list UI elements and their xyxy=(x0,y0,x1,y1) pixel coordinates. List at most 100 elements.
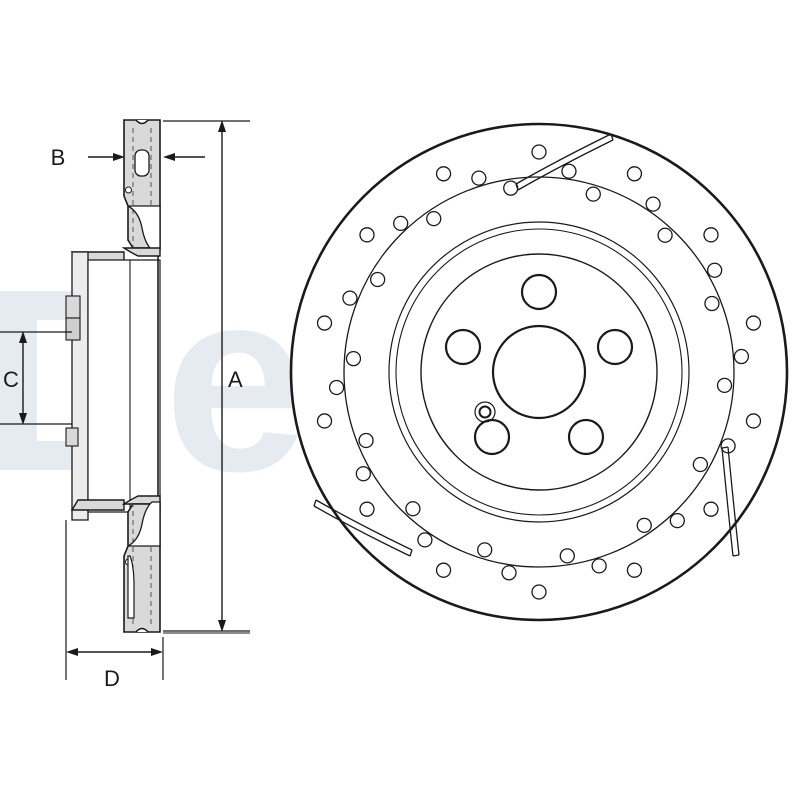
friction-ring-bottom-notch xyxy=(135,627,149,633)
drilled-hole xyxy=(435,166,452,182)
drilled-hole xyxy=(692,456,709,473)
drilled-hole xyxy=(531,144,547,160)
dimension-b-label: B xyxy=(51,145,66,170)
hat-outer-ring xyxy=(388,221,690,523)
rotor-outer-edge xyxy=(289,122,789,622)
dimension-c-arrow-bottom xyxy=(19,413,27,425)
drilled-hole xyxy=(626,166,643,182)
drilled-hole xyxy=(561,163,577,179)
drilled-hole xyxy=(645,196,661,212)
slot-edge xyxy=(727,446,740,556)
hat-bore-step-upper xyxy=(65,295,81,319)
bolt-hole xyxy=(444,328,482,366)
drilled-hole xyxy=(355,466,372,482)
hat-flange-lower xyxy=(70,499,125,511)
bolt-hole xyxy=(473,418,511,456)
drilled-hole xyxy=(669,512,685,529)
drilled-hole xyxy=(358,432,374,449)
friction-ring-top-notch xyxy=(135,119,149,125)
slot xyxy=(315,499,413,551)
drilled-hole xyxy=(359,227,375,243)
hat-shoulder-fillet-upper xyxy=(121,247,161,257)
bolt-hole xyxy=(520,273,558,311)
drilled-hole xyxy=(733,348,750,365)
dimension-d: D xyxy=(65,520,250,691)
dimension-d-arrow-right xyxy=(151,648,163,656)
drilled-hole xyxy=(636,517,652,534)
slot xyxy=(517,139,614,191)
section-drilled-hole-upper xyxy=(125,186,132,194)
drilled-hole xyxy=(657,227,673,243)
hat-inner-ring xyxy=(395,228,683,516)
slot-cap xyxy=(313,499,413,557)
drilled-hole xyxy=(435,562,452,578)
drilled-hole xyxy=(405,501,421,517)
dimension-a: A xyxy=(163,120,250,632)
slot-cap xyxy=(721,446,740,557)
drilled-hole xyxy=(393,215,409,232)
drilled-hole xyxy=(342,290,358,306)
slot-group xyxy=(313,133,740,557)
drilled-hole xyxy=(585,186,601,202)
bolt-hole-group xyxy=(444,273,634,456)
drilled-hole xyxy=(626,562,643,578)
dimension-d-arrow-left xyxy=(66,648,78,656)
slot-cap xyxy=(515,133,614,191)
dimension-a-arrow-bottom xyxy=(218,620,226,632)
hub-face-circle xyxy=(420,253,658,491)
hat-wall-outer xyxy=(71,251,89,521)
drilled-hole xyxy=(745,315,762,331)
drilled-hole xyxy=(369,271,386,288)
section-upper-friction-ring xyxy=(123,119,161,251)
drilled-hole xyxy=(704,295,720,312)
bolt-hole xyxy=(567,418,605,456)
drilled-hole xyxy=(417,532,433,548)
hat-locator-recess xyxy=(65,427,79,447)
dimension-b-arrow-left xyxy=(113,153,125,161)
hat-bore-step-lower xyxy=(65,317,81,341)
section-mounting-hat xyxy=(65,251,161,521)
dimension-b-arrow-right xyxy=(163,153,175,161)
dimension-c: C xyxy=(0,331,72,425)
drilled-hole xyxy=(359,501,375,517)
dimension-b: B xyxy=(51,145,205,170)
dimension-d-label: D xyxy=(104,666,120,691)
drilled-hole xyxy=(531,584,547,600)
slot-edge xyxy=(515,133,612,185)
drilled-hole xyxy=(316,315,333,331)
bolt-hole xyxy=(596,328,634,366)
slot-edge xyxy=(313,505,411,557)
drilled-hole xyxy=(345,351,362,367)
hat-shoulder-fillet-lower xyxy=(121,495,161,505)
face-view xyxy=(289,122,789,622)
cooling-vane-cavity-upper xyxy=(134,149,150,177)
drilled-hole xyxy=(707,262,723,278)
drilled-hole xyxy=(703,501,719,517)
dimension-c-arrow-top xyxy=(19,331,27,343)
locator-pin-bore xyxy=(478,405,492,419)
locator-pin-hole xyxy=(474,401,496,423)
slot xyxy=(721,447,734,557)
drilled-hole xyxy=(501,565,517,581)
cross-section-view xyxy=(65,119,161,633)
drilled-hole xyxy=(471,170,487,186)
friction-band-inner-edge xyxy=(343,176,735,568)
drilled-hole xyxy=(328,379,345,396)
dimension-c-label: C xyxy=(3,367,19,392)
drilled-hole xyxy=(426,210,442,227)
drilled-hole xyxy=(316,413,333,429)
section-lower-friction-ring xyxy=(123,501,161,633)
dimension-a-arrow-top xyxy=(218,120,226,132)
hat-internal-cavity xyxy=(87,259,161,513)
center-bore xyxy=(491,324,587,420)
drilled-hole xyxy=(559,548,575,564)
dimension-a-label: A xyxy=(228,367,243,392)
vane-transition-lower xyxy=(127,501,161,547)
drilled-hole xyxy=(591,558,607,574)
drilled-hole xyxy=(716,377,733,393)
drilled-hole xyxy=(745,413,762,429)
drilled-hole xyxy=(477,542,493,558)
drilled-hole xyxy=(703,227,719,243)
